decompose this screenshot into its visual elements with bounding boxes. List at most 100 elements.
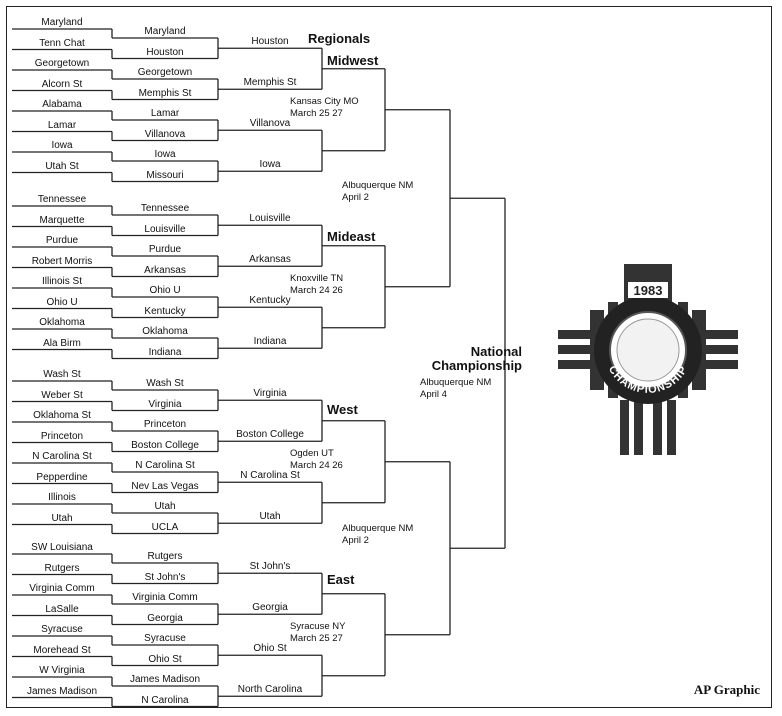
team-label: Indiana <box>253 336 287 348</box>
team-label: Marquette <box>39 214 85 226</box>
team-label: UCLA <box>151 521 179 533</box>
team-label: Houston <box>251 36 289 48</box>
logo-ray <box>558 330 618 339</box>
semifinal-date: April 2 <box>342 192 369 203</box>
logo-ray <box>653 400 662 455</box>
team-label: Syracuse <box>41 624 83 635</box>
team-label: Princeton <box>143 419 187 430</box>
team-label: Memphis St <box>243 77 297 89</box>
regional-dates: March 25 27 <box>290 632 343 644</box>
team-label: Utah <box>154 501 176 512</box>
logo-ray <box>678 330 738 339</box>
region-name: Midwest <box>327 53 379 68</box>
team-label: Utah <box>259 511 281 523</box>
team-label: Boston College <box>236 429 304 441</box>
team-label: Illinois St <box>41 276 83 287</box>
team-label: Utah St <box>45 160 79 172</box>
team-label: Rutgers <box>44 562 80 574</box>
team-label: N Carolina St <box>240 470 300 482</box>
team-label: Iowa <box>51 140 73 151</box>
team-label: Utah <box>51 512 73 524</box>
national-championship-title: National Championship <box>420 345 522 373</box>
team-label: N Carolina St <box>135 460 195 471</box>
team-label: St John's <box>144 571 186 583</box>
team-label: Georgia <box>252 602 288 614</box>
logo-inner <box>616 318 680 382</box>
team-label: Louisville <box>249 213 291 225</box>
team-label: Louisville <box>144 223 186 235</box>
team-label: James Madison <box>129 674 201 685</box>
team-label: Tennessee <box>37 194 87 205</box>
team-label: LaSalle <box>45 603 79 615</box>
team-label: Georgetown <box>34 58 90 69</box>
team-label: Georgetown <box>137 67 193 78</box>
team-label: Villanova <box>249 118 291 130</box>
team-label: Ohio U <box>46 296 78 308</box>
team-label: Tenn Chat <box>39 37 85 49</box>
team-label: Lamar <box>150 108 180 119</box>
team-label: Virginia Comm <box>132 592 198 603</box>
semifinal-site: Albuquerque NM <box>342 523 414 534</box>
team-label: Iowa <box>259 159 281 171</box>
team-label: Lamar <box>47 119 77 131</box>
logo-ray <box>678 360 738 369</box>
team-label: Tennessee <box>140 203 190 214</box>
regional-dates: March 24 26 <box>290 284 343 296</box>
team-label: Ohio St <box>148 653 182 665</box>
team-label: Memphis St <box>138 87 192 99</box>
team-label: Missouri <box>146 169 184 181</box>
team-label: Kentucky <box>144 305 186 317</box>
team-label: Weber St <box>41 389 83 401</box>
logo-ray <box>558 345 618 354</box>
regional-site: Knoxville TN <box>290 272 344 284</box>
team-label: Virginia Comm <box>29 583 95 594</box>
logo-ray <box>678 345 738 354</box>
team-label: Ala Birm <box>43 337 81 349</box>
championship-site: Albuquerque NM <box>420 377 492 388</box>
team-label: Princeton <box>40 430 84 442</box>
regional-dates: March 25 27 <box>290 107 343 119</box>
team-label: Arkansas <box>249 254 291 266</box>
team-label: N Carolina <box>141 694 189 706</box>
logo-year-box <box>628 282 668 298</box>
team-label: Alabama <box>42 99 82 110</box>
team-label: Wash St <box>146 378 184 389</box>
team-label: Boston College <box>131 439 199 451</box>
team-label: Purdue <box>148 244 182 255</box>
team-label: James Madison <box>26 685 98 697</box>
championship-line-2: Championship <box>431 358 522 373</box>
team-label: Houston <box>146 46 184 58</box>
regionals-heading: Regionals <box>308 31 371 46</box>
ap-graphic-credit: AP Graphic <box>693 682 760 697</box>
regional-dates: March 24 26 <box>290 459 343 471</box>
semifinal-site: Albuquerque NM <box>342 180 414 191</box>
team-label: Georgia <box>147 612 183 624</box>
regional-site: Syracuse NY <box>290 620 346 632</box>
team-label: St John's <box>249 561 291 573</box>
team-label: Illinois <box>48 492 76 503</box>
team-label: Arkansas <box>144 264 186 276</box>
team-label: Oklahoma St <box>33 410 91 421</box>
bracket-frame <box>6 6 772 708</box>
logo-ray <box>667 400 676 455</box>
team-label: Purdue <box>45 235 79 246</box>
regional-site: Ogden UT <box>290 447 334 459</box>
team-label: Villanova <box>144 128 186 140</box>
team-label: Alcorn St <box>41 78 83 90</box>
team-label: Maryland <box>144 26 186 37</box>
team-label: Robert Morris <box>31 255 93 267</box>
team-label: Indiana <box>148 346 182 358</box>
team-label: Wash St <box>43 369 81 380</box>
championship-date: April 4 <box>420 389 447 400</box>
team-label: Virginia <box>148 398 182 410</box>
semifinal-date: April 2 <box>342 535 369 546</box>
team-label: Rutgers <box>147 551 183 562</box>
region-name: East <box>327 572 355 587</box>
team-label: SW Louisiana <box>31 542 93 553</box>
team-label: Morehead St <box>33 644 91 656</box>
championship-line-1: National <box>470 344 522 359</box>
team-label: Maryland <box>41 17 83 28</box>
logo-ray <box>620 400 629 455</box>
team-label: N Carolina St <box>32 451 92 462</box>
